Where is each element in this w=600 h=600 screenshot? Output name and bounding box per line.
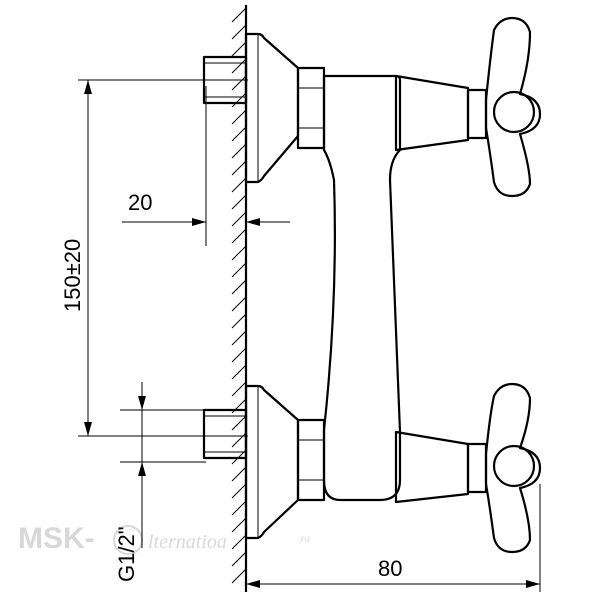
wall-hatch-line [231, 296, 247, 312]
arrow-up-icon [84, 80, 92, 94]
wall-hatch-line [231, 534, 247, 550]
dimension-thread: G1/2" [114, 382, 206, 582]
dimension-wall-offset: 20 [122, 86, 290, 246]
wall [231, 5, 248, 592]
wall-hatch-line [231, 313, 247, 329]
wall-hatch-line [231, 245, 247, 261]
wall-hatch-line [231, 466, 247, 482]
wall-hatch-line [231, 330, 247, 346]
arrow-down-icon [84, 422, 92, 436]
wall-hatch-line [231, 347, 247, 363]
arrow-up-icon [138, 462, 146, 476]
wall-hatch-line [231, 568, 247, 584]
wall-hatch-line [231, 279, 247, 295]
wall-hatch-line [231, 160, 247, 176]
wall-hatch-line [231, 211, 247, 227]
upper-cross-handle-icon [484, 16, 542, 198]
wall-hatch-line [231, 41, 247, 57]
wall-hatch-line [231, 517, 247, 533]
lower-handle-hub [492, 444, 536, 488]
upper-inlet [202, 32, 326, 184]
wall-hatching [231, 7, 247, 584]
wall-hatch-line [231, 262, 247, 278]
dimension-depth: 80 [246, 484, 541, 592]
dimension-spacing-label: 150±20 [60, 239, 85, 312]
wall-hatch-line [231, 24, 247, 40]
wall-hatch-line [231, 177, 247, 193]
arrow-left-icon [246, 580, 260, 588]
wall-hatch-line [231, 92, 247, 108]
wall-hatch-line [231, 500, 247, 516]
lower-valve-bonnet [394, 430, 470, 504]
dimension-spacing: 150±20 [60, 80, 92, 436]
wall-hatch-line [231, 551, 247, 567]
watermark-site: lternatioa [148, 531, 227, 553]
wall-hatch-line [231, 143, 247, 159]
arrow-down-icon [138, 396, 146, 410]
wall-hatch-line [231, 126, 247, 142]
lower-flange [244, 384, 300, 540]
centerlines [78, 79, 248, 437]
wall-hatch-line [231, 7, 247, 23]
wall-hatch-line [231, 75, 247, 91]
wall-hatch-line [231, 483, 247, 499]
dimension-thread-label: G1/2" [114, 526, 139, 582]
upper-nut [296, 66, 326, 150]
lower-valve [394, 382, 542, 554]
upper-handle-hub [492, 90, 536, 134]
lower-pipe-nipple [202, 408, 248, 460]
dimension-depth-label: 80 [378, 556, 402, 581]
wall-hatch-line [231, 381, 247, 397]
upper-valve-bonnet [394, 74, 470, 152]
wall-hatch-line [231, 364, 247, 380]
arrow-left-icon [246, 218, 260, 226]
lower-inlet [202, 384, 326, 540]
wall-hatch-line [231, 228, 247, 244]
upper-valve [394, 16, 542, 198]
lower-stem [466, 442, 488, 494]
watermark-suffix: .ru [298, 534, 310, 545]
wall-hatch-line [231, 432, 247, 448]
lower-cross-handle-icon [484, 382, 542, 554]
arrow-right-icon [192, 218, 206, 226]
wall-hatch-line [231, 194, 247, 210]
watermark: MSK- lternatioa .ru [18, 522, 310, 555]
wall-hatch-line [231, 109, 247, 125]
dimension-wall-offset-label: 20 [128, 190, 152, 215]
wall-hatch-line [231, 58, 247, 74]
arrow-right-icon [526, 580, 540, 588]
watermark-brand: MSK- [18, 522, 95, 555]
mixer-body [322, 74, 402, 502]
wall-hatch-line [231, 415, 247, 431]
upper-flange [244, 32, 300, 184]
upper-stem [466, 88, 488, 140]
lower-nut [296, 418, 326, 502]
